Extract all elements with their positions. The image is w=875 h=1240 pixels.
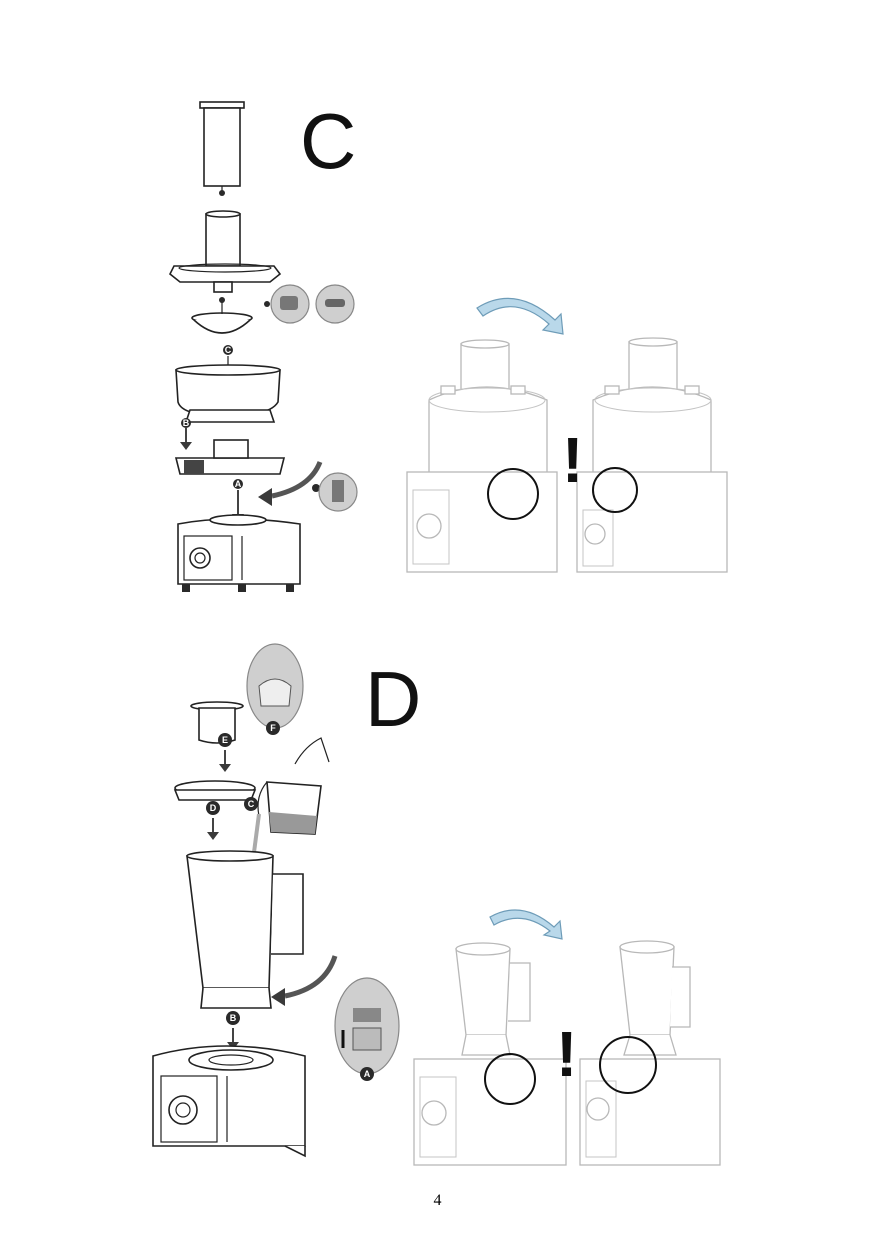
circle-highlight-icon xyxy=(487,468,539,520)
pouring-jug xyxy=(251,737,330,861)
circle-highlight-icon xyxy=(599,1036,657,1094)
blade-detail-bubble: A xyxy=(334,977,400,1081)
callout-b-d: B xyxy=(230,1013,237,1023)
callout-b-c: B xyxy=(183,418,190,428)
blender-unlocked xyxy=(413,942,567,1166)
processor-locked xyxy=(576,337,728,573)
processor-unlocked xyxy=(406,339,558,573)
callout-d: D xyxy=(210,803,217,813)
bowl-adapter: B xyxy=(174,418,286,475)
callout-c-bowl: C xyxy=(225,345,232,355)
blender-locked xyxy=(579,940,721,1166)
warning-exclamation-c: ! xyxy=(562,424,584,496)
attach-arrow xyxy=(271,955,338,1006)
callout-a-c: A xyxy=(235,479,242,489)
lid-with-feed-tube xyxy=(168,210,282,303)
motor-base xyxy=(177,514,301,592)
rotate-arrow-icon xyxy=(489,909,563,940)
rotate-arrow-icon xyxy=(476,297,564,335)
blender-jar: B xyxy=(186,850,304,1050)
circle-highlight-icon xyxy=(592,467,638,513)
food-pusher xyxy=(199,101,245,196)
page-number: 4 xyxy=(433,1192,442,1209)
pour-detail-bubble: F xyxy=(246,643,304,735)
callout-f: F xyxy=(270,723,276,733)
section-d-locking-sequence-illustration xyxy=(413,909,721,1166)
callout-a-d: A xyxy=(364,1069,371,1079)
measuring-cup: E xyxy=(190,701,244,772)
circle-highlight-icon xyxy=(484,1053,536,1105)
section-c-locking-sequence-illustration xyxy=(406,297,728,573)
disc-detail-bubbles xyxy=(264,284,355,324)
work-bowl: C xyxy=(175,345,281,423)
section-d-letter: D xyxy=(365,655,422,743)
callout-c-d: C xyxy=(248,799,255,809)
attach-arrow-and-detail xyxy=(258,461,358,512)
section-c-exploded-assembly-illustration: C B A xyxy=(168,101,358,592)
section-c-letter: C xyxy=(300,97,357,185)
callout-e: E xyxy=(222,735,228,745)
blender-lid: D C xyxy=(173,780,258,840)
motor-base xyxy=(152,1045,306,1158)
section-d-blender-assembly-illustration: F E D C B xyxy=(152,643,400,1158)
warning-exclamation-d: ! xyxy=(556,1018,578,1090)
grating-disc xyxy=(191,302,253,334)
